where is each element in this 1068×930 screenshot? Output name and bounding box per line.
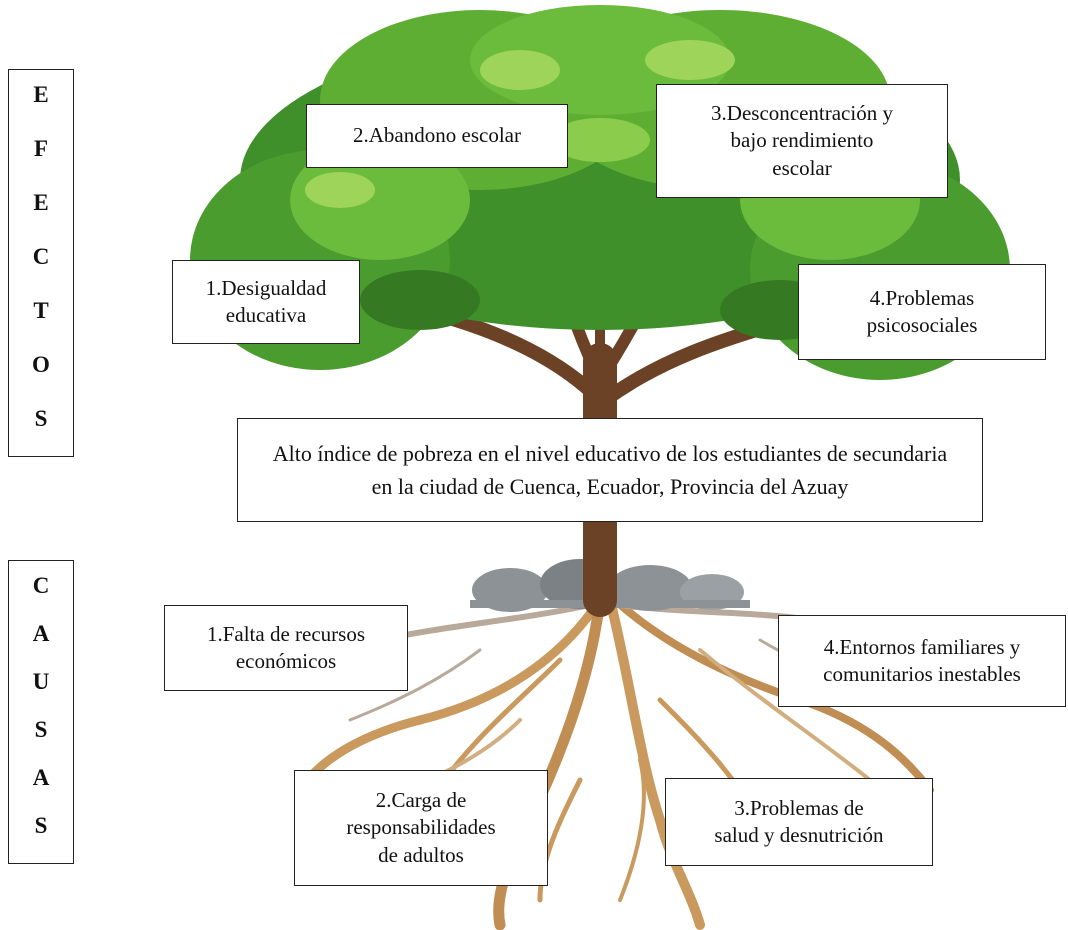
effects-letter: C bbox=[32, 244, 50, 269]
causes-label-box: C A U S A S bbox=[8, 560, 74, 864]
effects-letter: T bbox=[33, 298, 49, 323]
causes-letter: U bbox=[32, 669, 50, 694]
causes-label: C A U S A S bbox=[9, 561, 73, 861]
causes-letter: A bbox=[32, 765, 50, 790]
cause-box-1: 1.Falta de recursos económicos bbox=[164, 605, 408, 691]
cause-box-2: 2.Carga de responsabilidades de adultos bbox=[294, 770, 548, 886]
effects-letter: S bbox=[34, 406, 48, 431]
effect-box-3: 3.Desconcentración y bajo rendimiento es… bbox=[656, 84, 948, 198]
cause-box-3: 3.Problemas de salud y desnutrición bbox=[665, 778, 933, 866]
effects-letter: E bbox=[33, 190, 49, 215]
causes-letter: A bbox=[32, 621, 50, 646]
effects-letter: E bbox=[33, 82, 49, 107]
causes-letter: S bbox=[34, 717, 48, 742]
effect-box-1: 1.Desigualdad educativa bbox=[172, 260, 360, 344]
effects-letter: O bbox=[32, 352, 50, 377]
causes-letter: S bbox=[34, 813, 48, 838]
causes-letter: C bbox=[32, 573, 50, 598]
effect-box-4: 4.Problemas psicosociales bbox=[798, 264, 1046, 360]
effects-label-box: E F E C T O S bbox=[8, 69, 74, 457]
central-problem-box: Alto índice de pobreza en el nivel educa… bbox=[237, 418, 983, 522]
effects-letter: F bbox=[33, 136, 49, 161]
effect-box-2: 2.Abandono escolar bbox=[306, 104, 568, 168]
cause-box-4: 4.Entornos familiares y comunitarios ine… bbox=[778, 615, 1066, 707]
effects-label: E F E C T O S bbox=[9, 70, 73, 460]
